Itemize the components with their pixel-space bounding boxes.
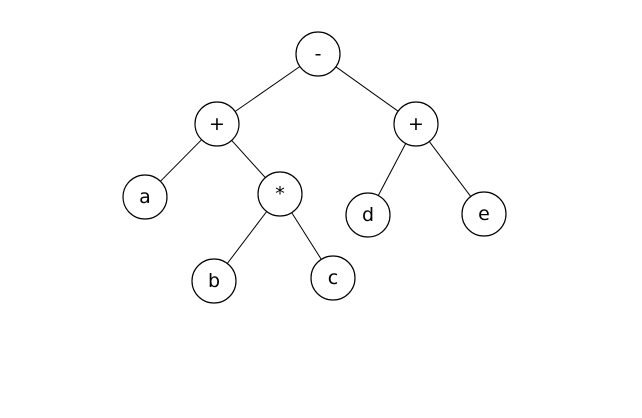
edge-minus-root-to-plus-left <box>234 66 301 112</box>
node-label: c <box>328 267 338 289</box>
node-label: + <box>209 113 225 135</box>
node-label: * <box>275 183 285 205</box>
edge-times-to-leaf-b <box>226 211 268 264</box>
node-label: + <box>408 113 424 135</box>
edge-plus-right-to-leaf-d <box>377 143 407 196</box>
node-label: - <box>315 43 322 65</box>
edge-plus-left-to-leaf-a <box>160 139 202 182</box>
edge-times-to-leaf-c <box>291 212 322 260</box>
edge-plus-right-to-leaf-e <box>428 141 472 197</box>
node-circle <box>194 101 240 147</box>
node-leaf-c: c <box>310 255 356 301</box>
node-circle <box>345 192 391 238</box>
node-minus-root: - <box>295 31 341 77</box>
node-label: b <box>208 270 220 292</box>
node-circle <box>257 171 303 217</box>
node-label: e <box>478 203 490 225</box>
node-plus-left: + <box>194 101 240 147</box>
node-circle <box>393 101 439 147</box>
node-circle <box>310 255 356 301</box>
nodes-layer: - + + a * b c d e <box>122 31 507 304</box>
node-circle <box>122 174 168 220</box>
node-label: d <box>362 204 374 226</box>
node-leaf-d: d <box>345 192 391 238</box>
node-times: * <box>257 171 303 217</box>
node-leaf-b: b <box>191 258 237 304</box>
node-circle <box>461 191 507 237</box>
node-leaf-a: a <box>122 174 168 220</box>
node-leaf-e: e <box>461 191 507 237</box>
node-circle <box>191 258 237 304</box>
node-label: a <box>139 186 151 208</box>
edges-layer <box>160 66 472 264</box>
node-circle <box>295 31 341 77</box>
node-plus-right: + <box>393 101 439 147</box>
edge-plus-left-to-times <box>231 140 266 178</box>
edge-minus-root-to-plus-right <box>335 66 399 112</box>
